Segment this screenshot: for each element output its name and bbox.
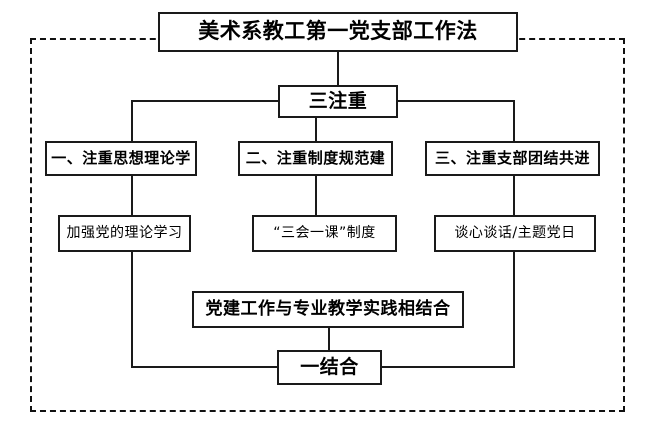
- branch-box-2: 二、注重制度规范建: [238, 141, 393, 176]
- connector-title-to-focus: [337, 52, 339, 85]
- connector-sub-3-to-combine: [513, 252, 515, 368]
- connector-focus-to-branch-1: [131, 100, 133, 141]
- sub-box-1: 加强党的理论学习: [58, 215, 191, 252]
- connector-focus-to-branch-2: [315, 118, 317, 141]
- connector-combine-right-arm: [382, 366, 515, 368]
- connector-detail-to-combine: [328, 328, 330, 350]
- connector-focus-to-branch-3: [513, 100, 515, 141]
- branch-box-3: 三、注重支部团结共进: [425, 141, 600, 176]
- connector-branch-1-to-sub-1: [131, 176, 133, 215]
- combine-detail-box: 党建工作与专业教学实践相结合: [192, 291, 464, 328]
- connector-branch-2-to-sub-2: [315, 176, 317, 215]
- connector-branch-3-to-sub-3: [513, 176, 515, 215]
- branch-box-1: 一、注重思想理论学: [45, 141, 197, 176]
- connector-focus-right-arm: [398, 100, 515, 102]
- focus-group-box: 三注重: [278, 85, 398, 118]
- connector-combine-left-arm: [131, 366, 277, 368]
- sub-box-2: “三会一课”制度: [252, 215, 397, 252]
- combine-group-box: 一结合: [277, 350, 382, 385]
- sub-box-3: 谈心谈话/主题党日: [434, 215, 596, 252]
- connector-focus-left-arm: [131, 100, 278, 102]
- connector-sub-1-to-combine: [131, 252, 133, 368]
- diagram-title-box: 美术系教工第一党支部工作法: [158, 12, 518, 52]
